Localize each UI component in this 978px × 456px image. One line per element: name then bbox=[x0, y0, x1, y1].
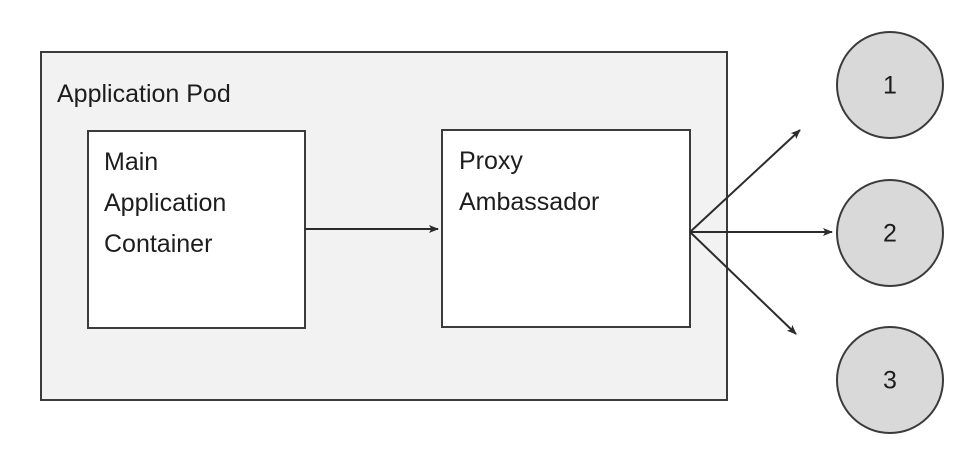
main-application-container-label-line-1: Main bbox=[104, 148, 158, 176]
proxy-ambassador-box[interactable] bbox=[441, 129, 691, 328]
service-node-2-circle[interactable] bbox=[836, 179, 944, 287]
service-node-3-label: 3 bbox=[883, 367, 897, 395]
service-node-1-circle[interactable] bbox=[836, 31, 944, 139]
edge-proxy-to-service-3 bbox=[689, 231, 797, 335]
proxy-ambassador-label-line-2: Ambassador bbox=[459, 188, 599, 216]
service-node-2-group[interactable]: 2 bbox=[836, 179, 944, 287]
main-application-container-box[interactable] bbox=[87, 130, 306, 329]
main-application-container-label-line-2: Application bbox=[104, 189, 226, 217]
main-application-container-label-line-3: Container bbox=[104, 230, 212, 258]
application-pod-label: Application Pod bbox=[57, 80, 231, 108]
service-node-1-label: 1 bbox=[883, 72, 897, 100]
service-node-1-group[interactable]: 1 bbox=[836, 31, 944, 139]
proxy-ambassador-label-line-1: Proxy bbox=[459, 147, 523, 175]
service-node-3-group[interactable]: 3 bbox=[836, 326, 944, 434]
service-node-2-label: 2 bbox=[883, 220, 897, 248]
service-node-3-circle[interactable] bbox=[836, 326, 944, 434]
edge-proxy-to-service-1 bbox=[689, 129, 801, 233]
proxy-ambassador-group[interactable]: Proxy Ambassador bbox=[441, 129, 691, 328]
main-application-container-group[interactable]: Main Application Container bbox=[87, 130, 306, 329]
